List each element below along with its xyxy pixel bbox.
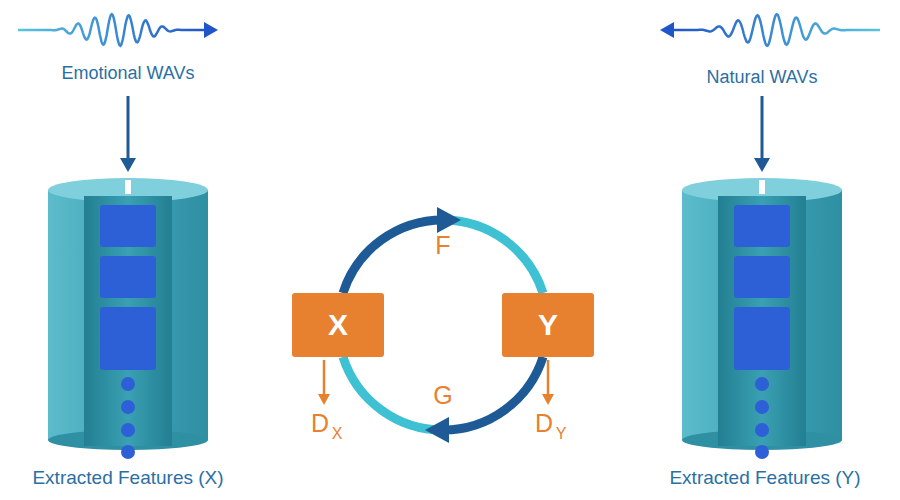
node-text: Y [538,308,558,342]
process-box: Y [502,293,594,357]
discriminator-label: D [311,410,329,438]
feature-cylinder [48,178,208,459]
flow-arrow [761,96,764,160]
flow-arrow [127,96,130,160]
discriminator-arrow [323,360,326,396]
arrowhead [437,207,461,233]
discriminator-subscript: Y [556,425,567,443]
discriminator-arrowhead [318,394,330,405]
input-label: Natural WAVs [706,68,817,88]
sound-wave [672,14,880,46]
wave-arrowhead [660,22,674,38]
discriminator-arrowhead [542,394,554,405]
node-text: X [328,308,348,342]
edge-label: G [433,382,452,410]
discriminator-label: D [535,410,553,438]
output-label: Extracted Features (X) [32,468,223,489]
arrowhead [425,417,449,443]
discriminator-subscript: X [332,425,343,443]
output-label: Extracted Features (Y) [669,468,860,489]
discriminator-arrow [547,360,550,396]
cycle-arrow [343,207,543,293]
flow-arrowhead [754,158,770,172]
sound-wave [18,14,206,46]
flow-arrowhead [120,158,136,172]
input-label: Emotional WAVs [61,64,194,84]
edge-label: F [435,232,450,260]
process-box: X [292,293,384,357]
wave-arrowhead [204,22,218,38]
feature-cylinder [682,178,842,459]
cycle-arrow [343,357,543,443]
